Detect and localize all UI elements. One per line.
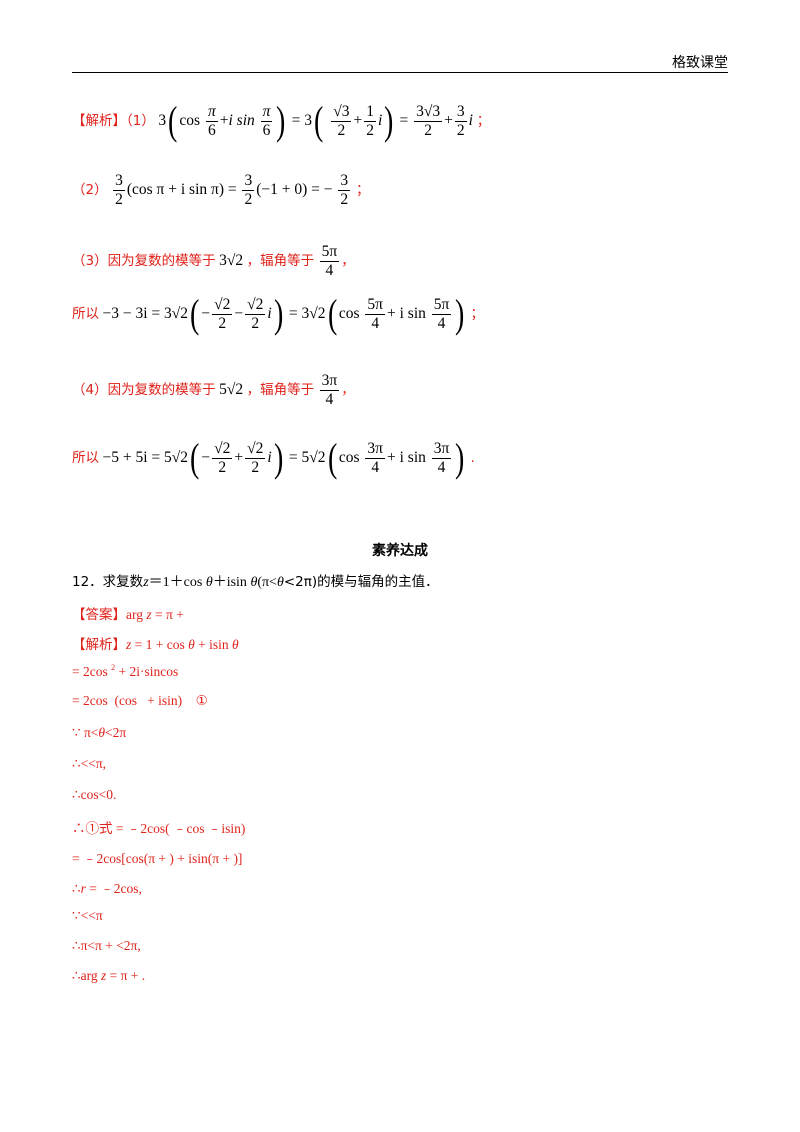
- solution-step-7: ∴①式 = ﹣2cos( ﹣cos ﹣isin): [72, 821, 246, 836]
- solution-step-2: = 2cos 2 + 2i·sincos: [72, 663, 179, 679]
- solution-step-9: ∴r = ﹣2cos,: [72, 881, 142, 896]
- answer-line: 【答案】arg z = π +: [72, 607, 184, 623]
- solution-step-4: ∵ π<θ<2π: [72, 725, 127, 740]
- solution-step-8: = ﹣2cos[cos(π + ) + isin(π + )]: [72, 851, 243, 866]
- header-title: 格致课堂: [672, 55, 728, 71]
- solution-step-6: ∴cos<0.: [72, 787, 117, 802]
- header-divider: [72, 72, 728, 73]
- solution-step-5: ∴<<π,: [72, 756, 107, 771]
- solution-step-12: ∴arg z = π + .: [72, 968, 146, 983]
- solution-step-1: 【解析】z = 1 + cos θ + isin θ: [72, 637, 239, 653]
- section-title: 素养达成: [372, 543, 428, 559]
- solution-step-10: ∵<<π: [72, 908, 103, 923]
- question-12: 12．求复数z＝1＋cos θ＋isin θ(π<θ<2π)的模与辐角的主值．: [72, 574, 439, 590]
- analysis-label: 【解析】: [72, 112, 126, 129]
- modulus-value: 5√2: [219, 380, 244, 398]
- modulus-value: 3√2: [219, 251, 244, 269]
- solution-step-3: = 2cos (cos + isin) ①: [72, 693, 208, 708]
- solution-step-11: ∴π<π + <2π,: [72, 938, 141, 953]
- part-number: （2）: [72, 181, 108, 198]
- part-number: （1）: [126, 112, 155, 129]
